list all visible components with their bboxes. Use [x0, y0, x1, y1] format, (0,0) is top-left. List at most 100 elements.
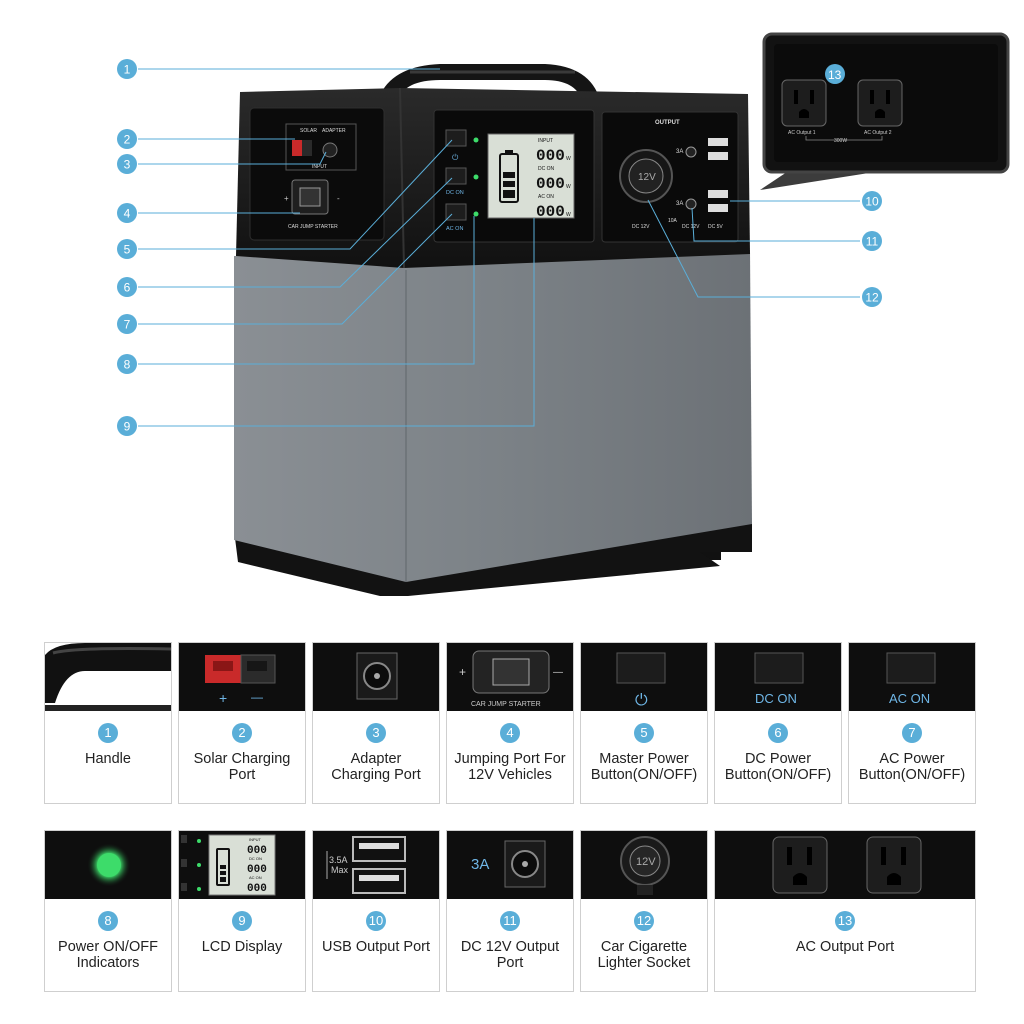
- output-label: OUTPUT: [655, 120, 680, 126]
- svg-text:AC Output 1: AC Output 1: [788, 130, 816, 136]
- svg-text:000: 000: [247, 883, 267, 895]
- svg-text:AC Output 2: AC Output 2: [864, 130, 892, 136]
- lcd-display: [487, 133, 575, 219]
- callout-markers: [117, 59, 882, 436]
- svg-text:3.5A: 3.5A: [329, 855, 348, 865]
- svg-text:DC 12V: DC 12V: [632, 224, 650, 230]
- svg-text:DC ON: DC ON: [446, 190, 464, 196]
- svg-text:1: 1: [124, 63, 131, 77]
- svg-text:+: +: [219, 690, 227, 706]
- svg-text:DC ON: DC ON: [755, 691, 797, 706]
- callout-2: [117, 129, 137, 149]
- svg-text:000: 000: [536, 203, 565, 221]
- callout-4: [117, 203, 137, 223]
- svg-text:11: 11: [866, 235, 879, 249]
- svg-text:AC ON: AC ON: [446, 226, 463, 232]
- side-input-panel: [249, 107, 385, 241]
- product-illustration: SOLAR ADAPTER INPUT + - CAR JUMP STARTER…: [117, 32, 1010, 596]
- feature-card-ac-output: 13 AC Output Port: [714, 830, 976, 992]
- callout-7: [117, 314, 137, 334]
- svg-text:AC ON: AC ON: [889, 691, 930, 706]
- ac-outlet-2: [857, 79, 903, 127]
- ac-outlet-1: [781, 79, 827, 127]
- ac-outlet-icon: [772, 836, 828, 894]
- indicator-led: [473, 211, 479, 217]
- callout-3: [117, 154, 137, 174]
- svg-text:DC ON: DC ON: [538, 166, 555, 172]
- ac-output-thumbnail: [715, 831, 975, 899]
- ac-power-button: [445, 203, 467, 221]
- svg-text:AC ON: AC ON: [249, 875, 262, 880]
- feature-number: 7: [902, 723, 922, 743]
- ac-power-thumbnail: AC ON: [849, 643, 975, 711]
- svg-text:12: 12: [865, 291, 879, 305]
- callout-11: [862, 231, 882, 251]
- callout-8: [117, 354, 137, 374]
- callout-12: [862, 287, 882, 307]
- callout-lines: [138, 68, 860, 427]
- feature-card-lcd: INPUT 000 DC ON 000 AC ON 000 9 LCD Disp…: [178, 830, 306, 992]
- svg-text:2: 2: [124, 133, 131, 147]
- svg-text:INPUT: INPUT: [249, 837, 262, 842]
- svg-text:4: 4: [124, 207, 131, 221]
- svg-text:—: —: [251, 690, 263, 704]
- usb-port: [708, 190, 728, 198]
- svg-text:000: 000: [536, 147, 565, 165]
- ac-outlet-icon: [866, 836, 922, 894]
- indicator-led: [473, 137, 479, 143]
- svg-text:CAR JUMP STARTER: CAR JUMP STARTER: [471, 701, 541, 708]
- svg-text:6: 6: [124, 281, 131, 295]
- svg-text:9: 9: [124, 420, 131, 434]
- power-icon: ⏻: [635, 690, 648, 709]
- feature-number: 5: [634, 723, 654, 743]
- feature-number: 1: [98, 723, 118, 743]
- svg-text:10A: 10A: [668, 218, 678, 224]
- svg-text:000: 000: [247, 845, 267, 857]
- callout-9: [117, 416, 137, 436]
- feature-number: 9: [232, 911, 252, 931]
- svg-text:+: +: [284, 194, 289, 203]
- device-body: [234, 250, 752, 582]
- svg-text:000: 000: [247, 864, 267, 876]
- svg-text:7: 7: [124, 318, 131, 332]
- dc-power-button: [445, 167, 467, 185]
- master-power-thumbnail: ⏻: [581, 643, 707, 711]
- dc-12v-port: [685, 146, 697, 158]
- feature-number: 10: [366, 911, 386, 931]
- feature-label: USB Output Port: [322, 939, 430, 955]
- svg-text:3A: 3A: [676, 201, 683, 207]
- svg-text:DC 12V: DC 12V: [682, 224, 700, 230]
- feature-label: AC Output Port: [795, 939, 895, 955]
- callout-6: [117, 277, 137, 297]
- svg-text:⏻: ⏻: [452, 153, 459, 162]
- svg-text:10: 10: [865, 195, 879, 209]
- adapter-port-thumbnail: [313, 643, 439, 711]
- svg-text:W: W: [566, 156, 571, 162]
- dc-power-thumbnail: DC ON: [715, 643, 841, 711]
- usb-port: [708, 204, 728, 212]
- callout-1: [117, 59, 137, 79]
- indicator-led: [473, 174, 479, 180]
- svg-text:+: +: [459, 665, 466, 679]
- dc12v-thumbnail: 3A: [447, 831, 573, 899]
- adapter-port: [322, 142, 338, 158]
- solar-port-thumbnail: + —: [179, 643, 305, 711]
- svg-text:3: 3: [124, 158, 131, 172]
- svg-text:12V: 12V: [638, 172, 656, 183]
- feature-label: LCD Display: [201, 939, 283, 955]
- usb-port: [708, 152, 728, 160]
- indicators-thumbnail: [45, 831, 171, 899]
